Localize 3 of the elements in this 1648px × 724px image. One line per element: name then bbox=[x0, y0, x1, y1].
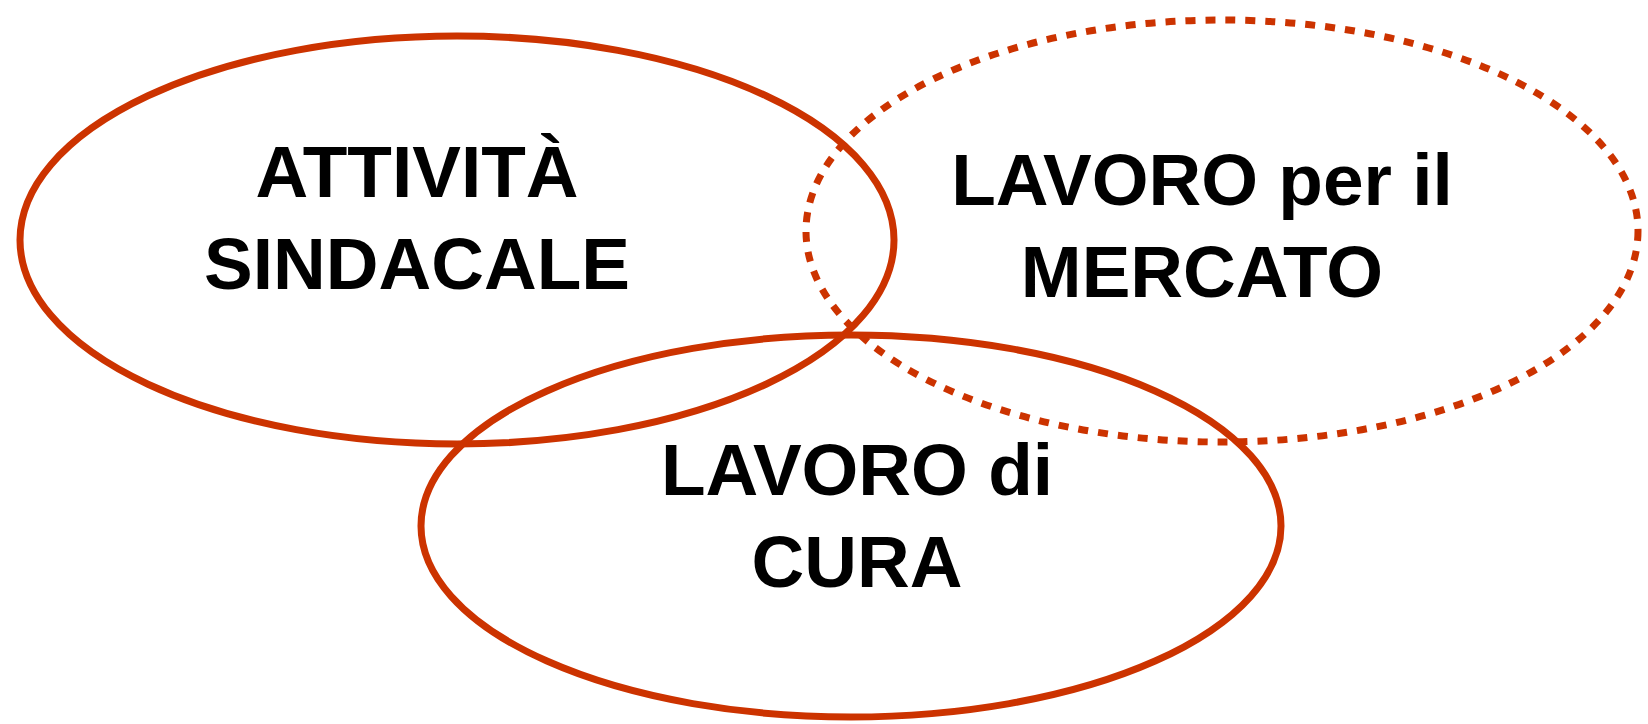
category-label: ATTIVITÀ SINDACALE bbox=[203, 130, 631, 306]
category-label: LAVORO per il MERCATO bbox=[950, 138, 1454, 314]
category-label: LAVORO di CURA bbox=[660, 428, 1054, 604]
